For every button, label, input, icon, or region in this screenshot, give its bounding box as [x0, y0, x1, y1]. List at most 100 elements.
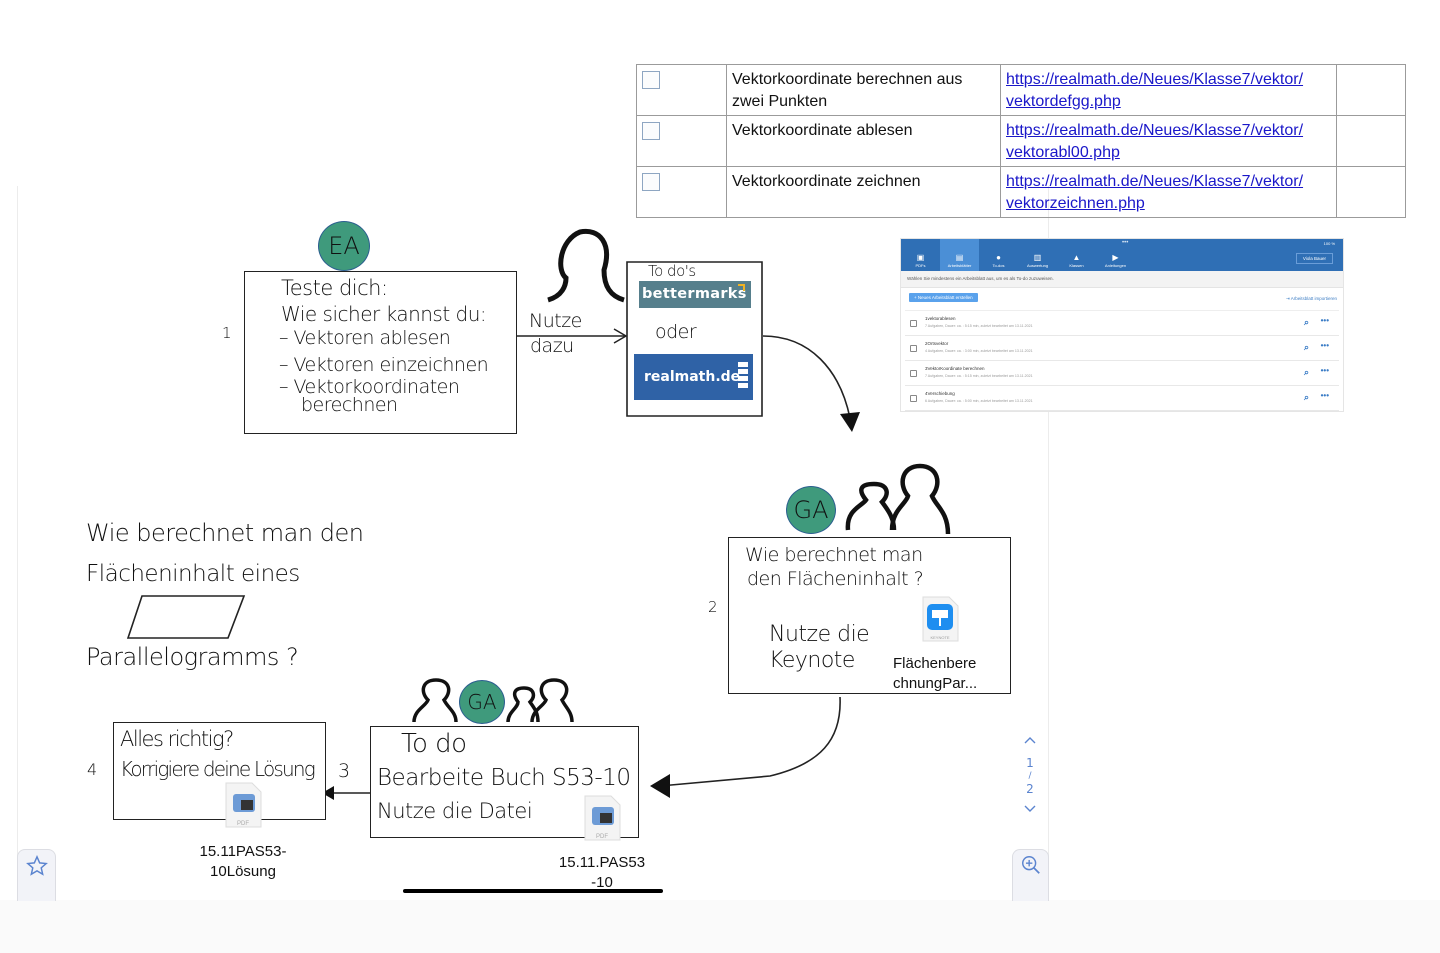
app-nav: ▣PDFs ▤Arbeitsblätter ●To-dos ▥Auswertun… — [901, 239, 1343, 271]
ga-badge: GA — [786, 486, 836, 534]
zoom-in-icon[interactable] — [1020, 854, 1042, 876]
arrow-label: Nutze — [529, 310, 582, 332]
nav-arbeitsblaetter[interactable]: ▤Arbeitsblätter — [940, 239, 979, 271]
search-icon[interactable]: ⌕ — [1303, 342, 1309, 352]
keynote-file-icon[interactable]: KEYNOTE — [921, 596, 959, 642]
row-checkbox[interactable] — [642, 71, 660, 89]
video-icon: ▶ — [1112, 253, 1119, 262]
search-icon[interactable]: ⌕ — [1303, 317, 1309, 327]
nav-todos[interactable]: ●To-dos — [992, 253, 1005, 268]
row-checkbox[interactable] — [642, 173, 660, 191]
svg-text:PDF: PDF — [237, 821, 249, 827]
nav-klassen[interactable]: ▲Klassen — [1069, 253, 1084, 268]
todos-title: To do's — [648, 262, 696, 280]
realmath-link[interactable]: https://realmath.de/Neues/Klasse7/vektor… — [1006, 71, 1304, 110]
step2-box[interactable]: Wie berechnet man den Flächeninhalt ? Nu… — [728, 537, 1011, 694]
nav-auswertung[interactable]: ▥Auswertung — [1026, 253, 1049, 268]
arrow-head — [840, 412, 860, 432]
row-checkbox[interactable] — [910, 320, 917, 327]
svg-text:PDF: PDF — [596, 834, 608, 840]
user-button[interactable]: Viola Bauer — [1295, 253, 1333, 264]
ea-badge: EA — [318, 221, 370, 271]
question-text: Parallelogramms ? — [86, 643, 299, 671]
app-header: ••• 100 % ▣PDFs ▤Arbeitsblätter ●To-dos … — [901, 239, 1343, 271]
search-icon[interactable]: ⌕ — [1303, 392, 1309, 402]
realmath-logo[interactable]: realmath.de — [634, 354, 753, 400]
worksheet-icon: ▤ — [955, 253, 964, 262]
search-icon[interactable]: ⌕ — [1303, 367, 1309, 377]
more-icon[interactable]: ••• — [1320, 366, 1329, 375]
more-icon[interactable]: ••• — [1320, 341, 1329, 350]
step1-box[interactable]: Teste dich: Wie sicher kannst du: – Vekt… — [244, 271, 517, 434]
person-icon — [889, 463, 951, 535]
import-worksheet-button[interactable]: ⇥ Arbeitsblatt importieren — [1285, 296, 1337, 301]
new-worksheet-button[interactable]: + Neues Arbeitsblatt erstellen — [909, 293, 978, 302]
pdf-file-icon[interactable]: PDF — [224, 782, 262, 828]
curve-arrow — [762, 335, 851, 419]
nav-pdfs[interactable]: ▣PDFs — [915, 253, 926, 268]
arrow-head — [650, 774, 670, 798]
step-number: 1 — [222, 324, 232, 342]
star-icon[interactable] — [26, 855, 48, 877]
app-hint: Wählen Sie mindestens ein Arbeitsblatt a… — [901, 271, 1343, 288]
task-text: Vektorkoordinate zeichnen — [726, 166, 1001, 218]
zoom-tab[interactable] — [1012, 849, 1049, 901]
bottom-background — [0, 900, 1440, 953]
app-screenshot: ••• 100 % ▣PDFs ▤Arbeitsblätter ●To-dos … — [900, 238, 1344, 412]
svg-text:KEYNOTE: KEYNOTE — [930, 635, 949, 640]
person-icon: ▲ — [1072, 253, 1081, 262]
arrow-head — [322, 786, 334, 800]
nav-anleitungen[interactable]: ▶Anleitungen — [1104, 253, 1127, 268]
person-icon — [412, 678, 458, 723]
question-text: Wie berechnet man den — [86, 519, 364, 547]
row-checkbox[interactable] — [642, 122, 660, 140]
task-text: Vektorkoordinate ablesen — [726, 115, 1001, 167]
step-number: 3 — [338, 760, 350, 782]
more-icon[interactable]: ••• — [1320, 391, 1329, 400]
row-checkbox[interactable] — [910, 370, 917, 377]
chevron-up-icon[interactable] — [1023, 735, 1037, 745]
step4-box[interactable]: Alles richtig? Korrigiere deine Lösung — [113, 722, 326, 820]
alert-icon: ● — [996, 253, 1001, 262]
bookmark-tab[interactable] — [17, 849, 56, 901]
parallelogram-shape — [126, 595, 246, 639]
ga-badge: GA — [459, 680, 505, 724]
row-checkbox[interactable] — [910, 345, 917, 352]
table-row: Vektorkoordinate berechnen aus zwei Punk… — [636, 64, 1406, 116]
row-checkbox[interactable] — [910, 395, 917, 402]
pdf-file-icon[interactable]: PDF — [583, 795, 621, 841]
curve-arrow — [659, 696, 841, 787]
table-row: Vektorkoordinate ablesen https://realmat… — [636, 115, 1406, 167]
pdf-file-label: 15.11.PAS53-10 — [558, 854, 646, 891]
link-table: Vektorkoordinate berechnen aus zwei Punk… — [636, 64, 1406, 218]
person-icon — [547, 228, 625, 303]
question-text: Flächeninhalt eines — [86, 561, 300, 587]
person-icon — [506, 686, 540, 723]
bettermarks-logo[interactable]: bettermarks — [639, 281, 751, 308]
chevron-down-icon[interactable] — [1023, 804, 1037, 814]
home-indicator[interactable] — [403, 889, 663, 893]
realmath-link[interactable]: https://realmath.de/Neues/Klasse7/vektor… — [1006, 173, 1304, 212]
app-dots: ••• — [1122, 240, 1129, 246]
battery-status: 100 % — [1323, 241, 1335, 246]
pdf-icon: ▣ — [916, 253, 925, 262]
arrow-label: dazu — [530, 335, 574, 357]
page-indicator: 1 / 2 — [1016, 730, 1044, 818]
pdf-file-label: 15.11PAS53-10Lösung — [199, 843, 287, 880]
arrow-head — [613, 328, 628, 344]
or-label: oder — [655, 321, 697, 343]
task-text: Vektorkoordinate berechnen aus zwei Punk… — [726, 64, 1001, 116]
chart-icon: ▥ — [1033, 253, 1042, 262]
todos-box-outline — [626, 261, 763, 417]
person-icon — [845, 481, 897, 531]
person-icon — [530, 678, 574, 723]
more-icon[interactable]: ••• — [1320, 316, 1329, 325]
table-row: Vektorkoordinate zeichnen https://realma… — [636, 166, 1406, 218]
realmath-link[interactable]: https://realmath.de/Neues/Klasse7/vektor… — [1006, 122, 1304, 161]
